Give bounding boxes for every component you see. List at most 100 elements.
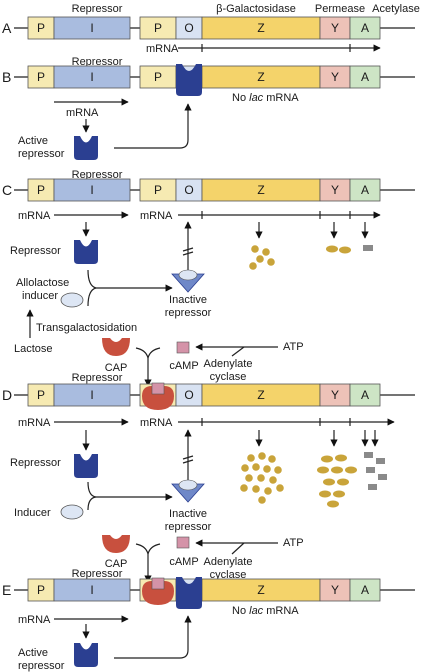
gene-label-a: A xyxy=(361,21,369,35)
mrna-label: mRNA xyxy=(140,417,173,429)
a-gene-box xyxy=(349,178,381,202)
bound-cap-protein xyxy=(142,581,174,605)
mrna-label: mRNA xyxy=(66,107,99,119)
gene-label-p: P xyxy=(37,21,45,35)
gene-label-z: Z xyxy=(257,388,264,402)
gene-label-i: I xyxy=(90,583,93,597)
gene-label-o: O xyxy=(184,388,193,402)
gene-label-y: Y xyxy=(331,388,339,402)
acetylase-products xyxy=(364,452,387,490)
a-gene-box xyxy=(349,16,381,40)
row-c: Repressor C P I P O Z Y A mRNA mRNA xyxy=(2,169,415,387)
header-acetylase: Acetylase xyxy=(372,3,420,15)
mrna-label: mRNA xyxy=(18,210,51,222)
lactose-label: Lactose xyxy=(14,343,53,355)
acetylase-product xyxy=(363,245,373,251)
gene-label-p2: P xyxy=(154,183,162,197)
cap-label: CAP xyxy=(105,558,128,570)
bound-repressor-protein xyxy=(176,64,202,96)
row-d: Repressor D P I O Z Y A mRNA mRNA xyxy=(2,372,415,583)
gene-label-z: Z xyxy=(257,183,264,197)
transgalactosidation-label: Transgalactosidation xyxy=(36,322,137,334)
inducer-molecule xyxy=(60,292,84,308)
gene-label-a: A xyxy=(361,70,369,84)
gene-label-i: I xyxy=(90,70,93,84)
gene-label-p2: P xyxy=(154,70,162,84)
repressor-binding-arrow xyxy=(114,615,192,659)
repressor-gene-box xyxy=(53,65,131,89)
repressor-gene-box xyxy=(53,383,131,407)
repressor-gene-box xyxy=(53,178,131,202)
inducer-molecule xyxy=(60,504,84,520)
bound-camp xyxy=(151,382,165,395)
bound-inducer xyxy=(178,479,198,491)
gene-label-y: Y xyxy=(331,583,339,597)
cap-protein xyxy=(102,535,130,553)
row-a: A P I P O Z Y A mRNA xyxy=(2,16,415,55)
gene-label-o: O xyxy=(184,21,193,35)
row-letter-c: C xyxy=(2,182,12,198)
gene-label-a: A xyxy=(361,583,369,597)
gene-label-p2: P xyxy=(154,21,162,35)
permease-products xyxy=(326,245,351,254)
repressor-gene-box xyxy=(53,16,131,40)
repressor-binding-arrow xyxy=(114,103,192,149)
repressor-label: Repressor xyxy=(72,372,123,384)
active-repressor-protein xyxy=(74,136,98,160)
repressor-label-c: Repressor xyxy=(10,245,61,257)
gene-label-a: A xyxy=(361,183,369,197)
a-gene-box xyxy=(349,578,381,602)
repressor-protein xyxy=(74,240,98,264)
beta-galactosidase-products xyxy=(249,245,275,270)
camp-molecule xyxy=(176,536,190,549)
gene-label-i: I xyxy=(90,388,93,402)
header-repressor: Repressor xyxy=(72,3,123,15)
gene-label-i: I xyxy=(90,183,93,197)
cap-protein xyxy=(102,338,130,356)
beta-galactosidase-products xyxy=(240,452,284,504)
active-repressor-protein xyxy=(74,643,98,667)
camp-label: cAMP xyxy=(169,556,198,568)
atp-label: ATP xyxy=(283,341,304,353)
no-lac-mrna-label: No lac mRNA xyxy=(232,605,299,617)
gene-label-z: Z xyxy=(257,70,264,84)
gene-label-y: Y xyxy=(331,21,339,35)
row-letter-b: B xyxy=(2,69,11,85)
gene-label-y: Y xyxy=(331,70,339,84)
permease-products xyxy=(317,454,357,508)
mrna-label: mRNA xyxy=(140,210,173,222)
gene-label-a: A xyxy=(361,388,369,402)
combine-bracket xyxy=(87,481,97,511)
mrna-label: mRNA xyxy=(18,614,51,626)
a-gene-box xyxy=(349,65,381,89)
inducer-label: Inducer xyxy=(14,507,51,519)
bound-repressor-protein xyxy=(176,577,202,609)
row-letter-a: A xyxy=(2,20,12,36)
atp-label: ATP xyxy=(283,537,304,549)
repressor-label: Repressor xyxy=(72,568,123,580)
mrna-label: mRNA xyxy=(146,43,179,55)
cap-label: CAP xyxy=(105,362,128,374)
header-permease: Permease xyxy=(315,3,365,15)
bound-cap-protein xyxy=(142,386,174,410)
mrna-label: mRNA xyxy=(18,417,51,429)
cap-camp-bracket xyxy=(135,347,161,359)
camp-molecule xyxy=(176,341,190,354)
repressor-protein xyxy=(74,454,98,478)
repressor-gene-box xyxy=(53,578,131,602)
header-beta-galactosidase: β-Galactosidase xyxy=(216,3,296,15)
combine-bracket xyxy=(87,269,97,307)
camp-label: cAMP xyxy=(169,360,198,372)
gene-label-o: O xyxy=(184,183,193,197)
bound-camp xyxy=(151,577,165,590)
gene-label-p: P xyxy=(37,388,45,402)
bound-inducer xyxy=(178,269,198,281)
gene-label-p: P xyxy=(37,183,45,197)
